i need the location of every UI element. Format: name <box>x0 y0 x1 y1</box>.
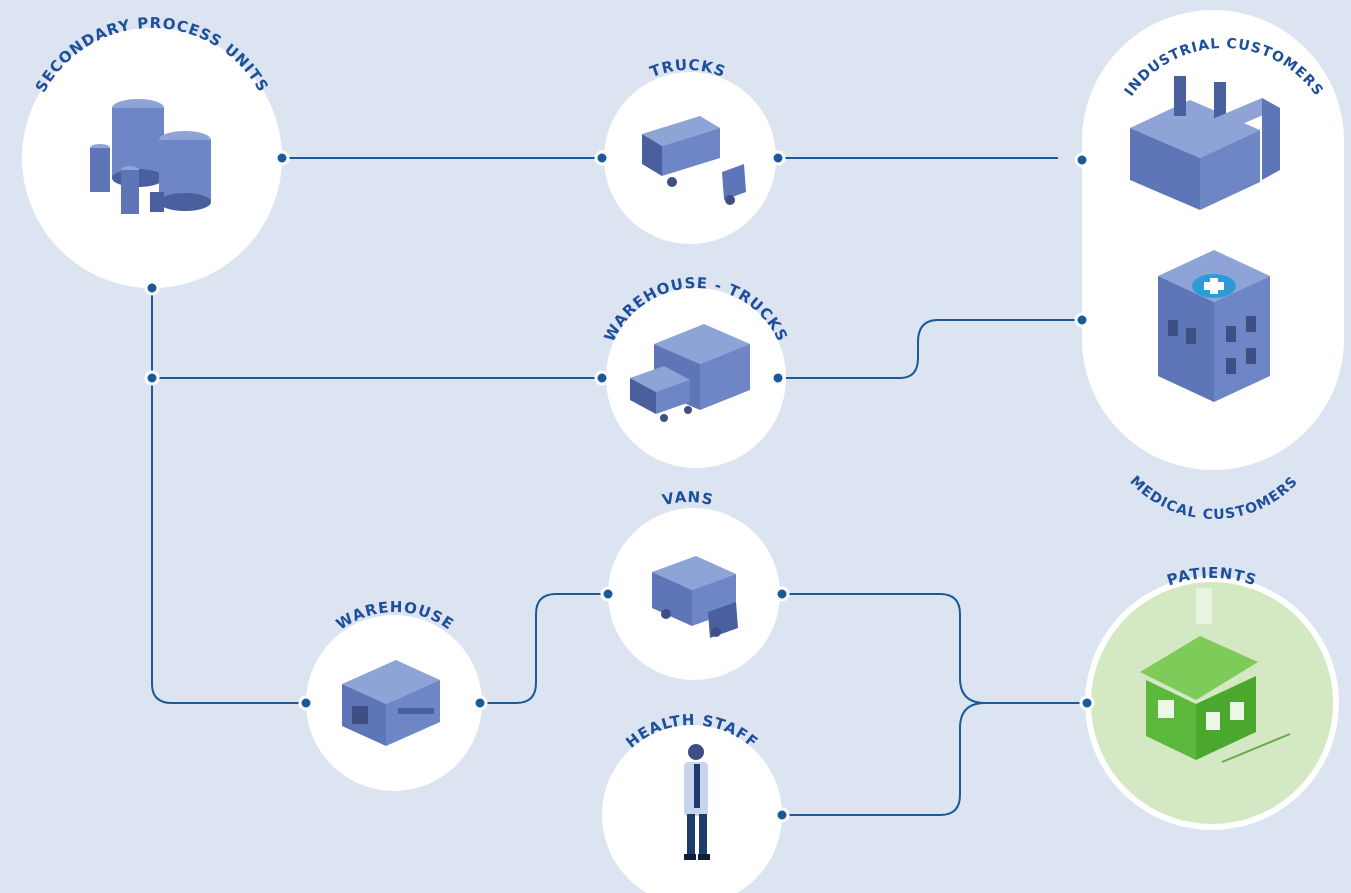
link-vans-patients <box>782 593 1087 704</box>
medical-customers-label: MEDICAL CUSTOMERS <box>1127 473 1301 523</box>
node-warehouse-trucks[interactable]: WAREHOUSE - TRUCKS <box>594 274 792 468</box>
house-icon <box>1140 588 1291 763</box>
node-vans[interactable]: VANS <box>600 488 790 680</box>
truck-icon <box>642 116 746 205</box>
link-warehouse-trucks-medical <box>778 319 1082 379</box>
node-trucks[interactable]: TRUCKS <box>594 56 786 244</box>
health-worker-icon <box>684 744 710 860</box>
vans-label: VANS <box>661 488 715 509</box>
svg-text:VANS: VANS <box>661 488 716 509</box>
node-health-staff[interactable]: HEALTH STAFF <box>602 711 790 893</box>
node-patients[interactable]: PATIENTS <box>1079 564 1339 830</box>
link-secondary-warehouse <box>151 288 306 704</box>
link-health-patients <box>782 702 986 816</box>
junction-dot <box>144 370 160 386</box>
warehouse-icon <box>342 660 440 746</box>
factory-icon <box>1130 76 1280 210</box>
link-warehouse-vans <box>480 593 608 704</box>
hospital-icon <box>1158 250 1270 402</box>
svg-text:MEDICAL CUSTOMERS: MEDICAL CUSTOMERS <box>1127 473 1302 523</box>
node-secondary-process-units[interactable]: SECONDARY PROCESS UNITS <box>22 14 290 296</box>
van-icon <box>652 556 738 638</box>
connectors <box>151 157 1087 816</box>
node-warehouse[interactable]: WAREHOUSE <box>298 598 488 791</box>
warehouse-truck-icon <box>630 324 750 422</box>
storage-tanks-icon <box>90 99 211 214</box>
